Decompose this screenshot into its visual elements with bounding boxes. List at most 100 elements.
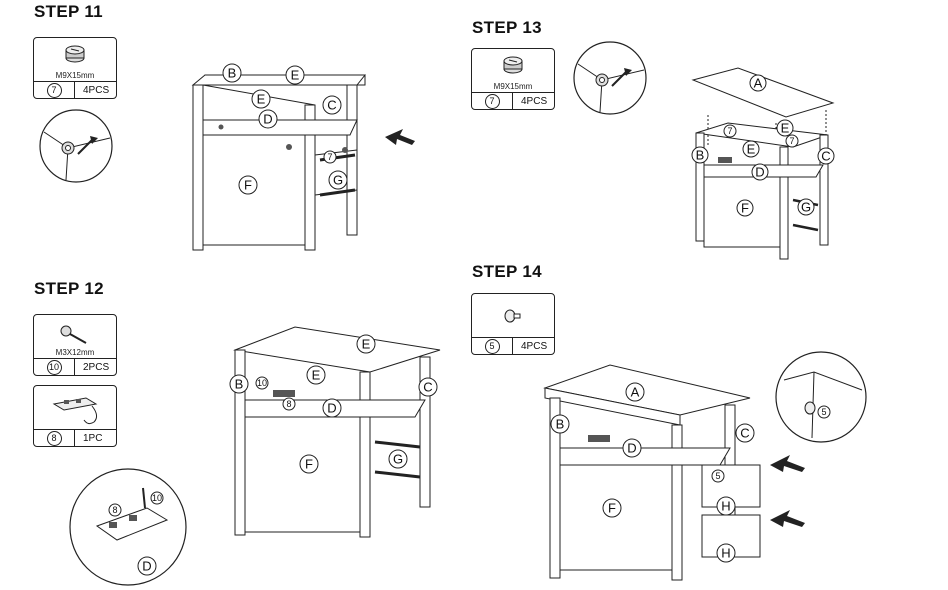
power-outlet-icon bbox=[52, 397, 98, 425]
svg-text:B: B bbox=[696, 148, 705, 163]
svg-text:C: C bbox=[423, 380, 432, 395]
label-A: A bbox=[625, 382, 645, 402]
part-quantity: 4PCS bbox=[83, 84, 110, 96]
label-C: C bbox=[322, 95, 342, 115]
part-number: 8 bbox=[46, 430, 62, 446]
svg-text:B: B bbox=[556, 417, 565, 432]
step-14-part-box: 5 4PCS bbox=[471, 293, 555, 355]
svg-text:E: E bbox=[362, 337, 371, 352]
svg-text:G: G bbox=[801, 200, 811, 215]
label-D: D bbox=[258, 109, 278, 129]
step-14-knob-detail: 5 bbox=[775, 351, 867, 443]
part-spec: M9X15mm bbox=[493, 82, 533, 91]
label-E: E bbox=[776, 119, 794, 137]
svg-text:C: C bbox=[327, 98, 336, 113]
label-B: B bbox=[229, 374, 249, 394]
step-12-outlet-box: 8 1PC bbox=[33, 385, 117, 447]
svg-text:E: E bbox=[781, 121, 790, 136]
svg-text:F: F bbox=[608, 501, 616, 516]
label-E: E bbox=[742, 140, 760, 158]
svg-text:5: 5 bbox=[715, 471, 720, 481]
step-14-assembly: A B C D F H H 5 bbox=[543, 364, 805, 581]
step-12-screw-box: M3X12mm 10 2PCS bbox=[33, 314, 117, 376]
step-13-part-box: M9X15mm 7 4PCS bbox=[471, 48, 555, 110]
step-12-title: STEP 12 bbox=[34, 279, 104, 298]
label-E: E bbox=[306, 365, 326, 385]
step-12-outlet-detail: 8 10 D bbox=[69, 468, 187, 586]
svg-text:C: C bbox=[740, 426, 749, 441]
svg-text:F: F bbox=[305, 457, 313, 472]
label-H: H bbox=[716, 543, 736, 563]
step-11-part-box: M9X15mm 7 4PCS bbox=[33, 37, 117, 99]
svg-text:H: H bbox=[721, 499, 730, 514]
svg-text:E: E bbox=[257, 92, 266, 107]
label-C: C bbox=[735, 423, 755, 443]
svg-text:7: 7 bbox=[727, 126, 732, 136]
label-F: F bbox=[602, 498, 622, 518]
arrow-icon bbox=[770, 455, 805, 472]
label-C: C bbox=[418, 377, 438, 397]
label-F: F bbox=[736, 199, 754, 217]
part-quantity: 1PC bbox=[83, 432, 103, 444]
step-12-assembly: B E E C D F G 10 8 bbox=[229, 326, 441, 538]
arrow-icon bbox=[385, 129, 415, 145]
svg-text:8: 8 bbox=[112, 505, 117, 515]
svg-text:B: B bbox=[235, 377, 244, 392]
label-E: E bbox=[251, 89, 271, 109]
part-spec: M9X15mm bbox=[55, 71, 95, 80]
svg-text:D: D bbox=[327, 401, 336, 416]
part-number: 10 bbox=[46, 359, 62, 375]
label-F: F bbox=[238, 175, 258, 195]
svg-text:A: A bbox=[631, 385, 640, 400]
label-H: H bbox=[716, 496, 736, 516]
svg-text:E: E bbox=[747, 142, 756, 157]
part-quantity: 2PCS bbox=[83, 361, 110, 373]
knob-icon bbox=[504, 309, 521, 323]
svg-text:10: 10 bbox=[152, 493, 162, 503]
cam-lock-icon bbox=[503, 56, 523, 74]
part-spec: M3X12mm bbox=[55, 348, 95, 357]
label-D: D bbox=[751, 163, 769, 181]
step-11-title: STEP 11 bbox=[34, 2, 103, 21]
label-cam-7: 7 bbox=[323, 150, 337, 164]
svg-text:A: A bbox=[754, 76, 763, 91]
label-F: F bbox=[299, 454, 319, 474]
screw-icon bbox=[60, 325, 87, 344]
svg-text:C: C bbox=[821, 149, 830, 164]
svg-text:7: 7 bbox=[327, 152, 332, 162]
svg-text:E: E bbox=[291, 68, 300, 83]
svg-text:7: 7 bbox=[789, 136, 794, 146]
svg-text:H: H bbox=[721, 546, 730, 561]
part-number: 7 bbox=[484, 93, 500, 109]
label-B: B bbox=[222, 63, 242, 83]
svg-text:D: D bbox=[142, 559, 151, 574]
svg-text:G: G bbox=[333, 173, 343, 188]
step-13-assembly: A B C E E D F G 7 7 bbox=[691, 67, 835, 260]
svg-text:D: D bbox=[263, 112, 272, 127]
svg-text:B: B bbox=[228, 66, 237, 81]
label-G: G bbox=[328, 170, 348, 190]
label-B: B bbox=[550, 414, 570, 434]
label-G: G bbox=[388, 449, 408, 469]
step-14-title: STEP 14 bbox=[472, 262, 542, 281]
part-number: 7 bbox=[46, 82, 62, 98]
svg-text:D: D bbox=[627, 441, 636, 456]
label-D: D bbox=[622, 438, 642, 458]
svg-text:G: G bbox=[393, 452, 403, 467]
label-E: E bbox=[356, 334, 376, 354]
step-13-cam-detail bbox=[573, 41, 647, 115]
svg-text:D: D bbox=[755, 165, 764, 180]
label-C: C bbox=[817, 147, 835, 165]
svg-text:E: E bbox=[312, 368, 321, 383]
step-11-assembly: B E E C D F G 7 bbox=[191, 63, 415, 251]
label-B: B bbox=[691, 146, 709, 164]
svg-text:F: F bbox=[741, 201, 749, 216]
label-G: G bbox=[797, 198, 815, 216]
svg-text:10: 10 bbox=[257, 378, 267, 388]
step-11-cam-detail bbox=[39, 109, 113, 183]
svg-text:8: 8 bbox=[286, 399, 291, 409]
arrow-icon bbox=[770, 510, 805, 527]
part-quantity: 4PCS bbox=[521, 95, 548, 107]
svg-text:F: F bbox=[244, 178, 252, 193]
part-number: 5 bbox=[484, 338, 500, 354]
